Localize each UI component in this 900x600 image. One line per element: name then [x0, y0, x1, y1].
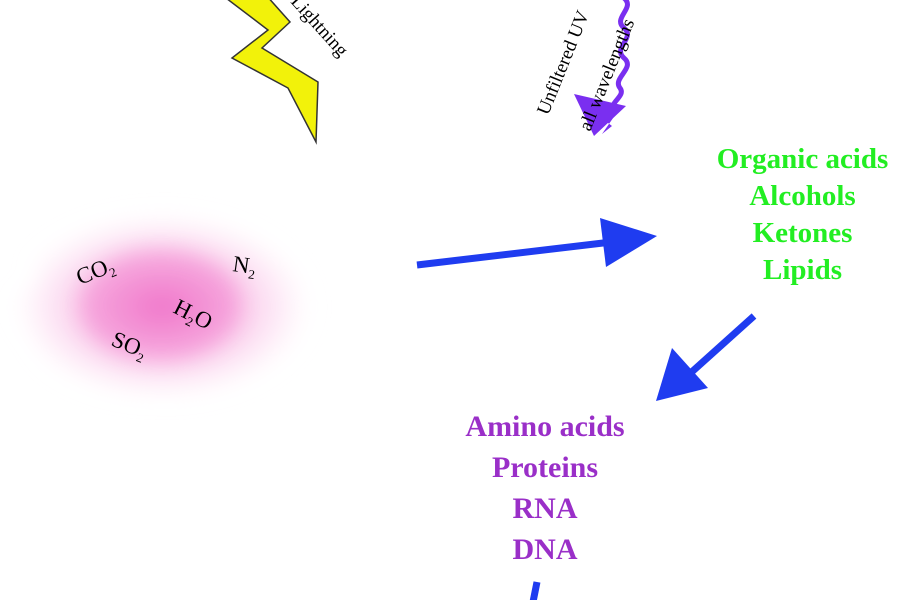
- arrow-organics-to-biomolecules-icon: [656, 313, 757, 401]
- biomolecule-item: RNA: [512, 492, 578, 525]
- organics-item: Lipids: [763, 254, 842, 286]
- gas-cloud: [7, 209, 317, 404]
- biomolecules-list: Amino acids Proteins RNA DNA: [420, 406, 670, 570]
- organics-item: Organic acids: [716, 143, 889, 175]
- arrow-gas-to-organics-icon: [416, 218, 657, 269]
- biomolecule-item: Proteins: [491, 451, 599, 484]
- biomolecule-item: DNA: [512, 533, 578, 566]
- lightning-bolt-icon: [227, 0, 319, 145]
- lightning-label: Lightning: [286, 0, 352, 61]
- organics-item: Alcohols: [749, 180, 856, 212]
- organic-compounds-list: Organic acids Alcohols Ketones Lipids: [690, 141, 900, 289]
- molecule-n2: N2: [231, 251, 258, 282]
- uv-wave-arrow-icon: [574, 0, 630, 136]
- organics-item: Ketones: [752, 217, 853, 249]
- biomolecule-item: Amino acids: [465, 410, 625, 443]
- arrow-biomolecules-down-icon: [529, 581, 541, 600]
